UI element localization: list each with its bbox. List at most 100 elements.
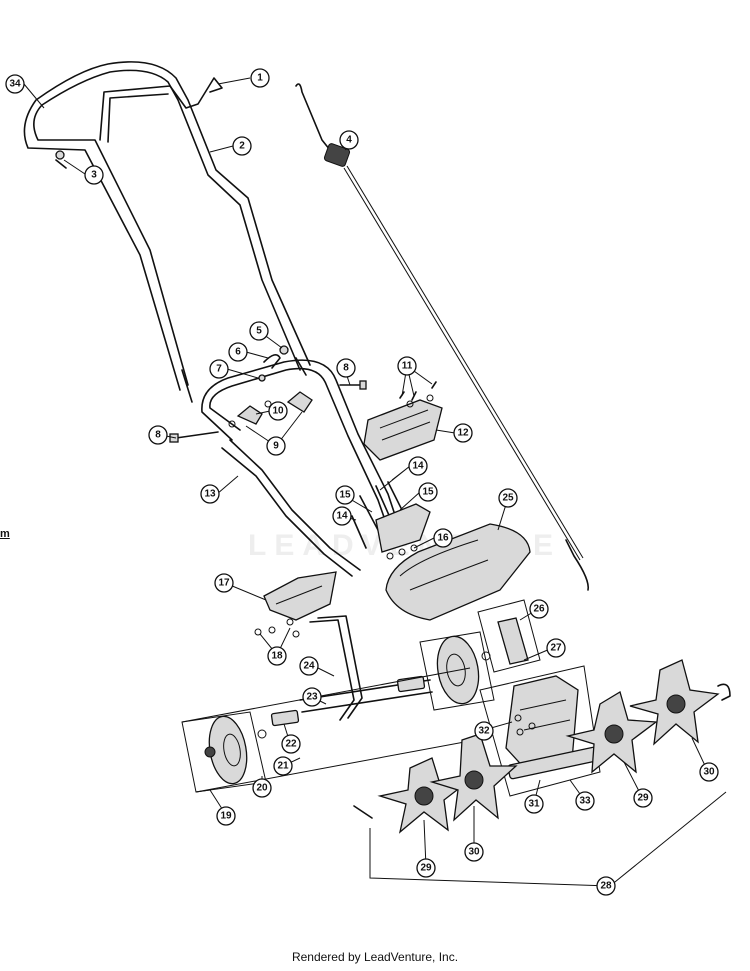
svg-text:11: 11 bbox=[402, 361, 413, 372]
svg-text:18: 18 bbox=[271, 651, 283, 662]
svg-text:26: 26 bbox=[533, 604, 545, 615]
lower-handle-frame bbox=[201, 359, 403, 577]
callout-15-right: 15 bbox=[418, 482, 438, 502]
callout-1: 1 bbox=[250, 68, 270, 88]
svg-text:15: 15 bbox=[422, 487, 434, 498]
callout-15-left: 15 bbox=[335, 485, 355, 505]
svg-text:24: 24 bbox=[303, 661, 315, 672]
callout-30-left: 30 bbox=[464, 842, 484, 862]
callout-3: 3 bbox=[84, 165, 104, 185]
svg-text:13: 13 bbox=[204, 489, 216, 500]
svg-text:10: 10 bbox=[272, 406, 284, 417]
control-lever bbox=[99, 77, 223, 143]
svg-text:34: 34 bbox=[9, 79, 21, 90]
callout-29-left: 29 bbox=[416, 858, 436, 878]
callout-24: 24 bbox=[299, 656, 319, 676]
footer-credit: Rendered by LeadVenture, Inc. bbox=[291, 950, 459, 964]
callout-14-upper: 14 bbox=[408, 456, 428, 476]
svg-text:30: 30 bbox=[703, 767, 715, 778]
upper-handle bbox=[23, 61, 311, 403]
callout-30-right: 30 bbox=[699, 762, 719, 782]
svg-text:19: 19 bbox=[220, 811, 232, 822]
svg-text:2: 2 bbox=[239, 141, 245, 152]
callout-7: 7 bbox=[209, 359, 229, 379]
svg-text:29: 29 bbox=[420, 863, 432, 874]
callout-12: 12 bbox=[453, 423, 473, 443]
callout-19: 19 bbox=[216, 806, 236, 826]
tine-shield-bracket bbox=[363, 394, 443, 461]
edge-mark: m bbox=[0, 528, 10, 540]
callout-4: 4 bbox=[339, 130, 359, 150]
callout-11: 11 bbox=[397, 356, 417, 376]
svg-text:8: 8 bbox=[343, 363, 349, 374]
cable-clip bbox=[55, 150, 67, 169]
svg-text:31: 31 bbox=[528, 799, 540, 810]
svg-text:21: 21 bbox=[277, 761, 289, 772]
callout-27: 27 bbox=[546, 638, 566, 658]
callout-17: 17 bbox=[214, 573, 234, 593]
gear-case-assembly bbox=[477, 599, 601, 797]
svg-text:4: 4 bbox=[346, 135, 352, 146]
callout-2: 2 bbox=[232, 136, 252, 156]
callout-5: 5 bbox=[249, 321, 269, 341]
tine-outer-right bbox=[629, 659, 731, 746]
bolts-11 bbox=[399, 381, 437, 401]
callout-10: 10 bbox=[268, 401, 288, 421]
svg-text:7: 7 bbox=[216, 364, 222, 375]
callout-21: 21 bbox=[273, 756, 293, 776]
callout-8-lower: 8 bbox=[148, 425, 168, 445]
callout-33: 33 bbox=[575, 791, 595, 811]
svg-text:9: 9 bbox=[273, 441, 279, 452]
callout-28: 28 bbox=[596, 876, 616, 896]
callout-29-right: 29 bbox=[633, 788, 653, 808]
svg-text:1: 1 bbox=[257, 73, 263, 84]
tine-outer-left bbox=[353, 757, 473, 834]
svg-text:5: 5 bbox=[256, 326, 262, 337]
svg-text:33: 33 bbox=[579, 796, 591, 807]
assembly-box bbox=[181, 667, 487, 793]
callout-6: 6 bbox=[228, 342, 248, 362]
svg-text:14: 14 bbox=[336, 511, 348, 522]
svg-text:14: 14 bbox=[412, 461, 424, 472]
tine-inner-left bbox=[429, 733, 518, 822]
control-cable bbox=[295, 83, 590, 591]
svg-text:20: 20 bbox=[256, 783, 268, 794]
callout-18: 18 bbox=[267, 646, 287, 666]
handle-knobs bbox=[228, 391, 313, 428]
svg-text:16: 16 bbox=[437, 533, 449, 544]
callout-8-upper: 8 bbox=[336, 358, 356, 378]
callout-14-lower: 14 bbox=[332, 506, 352, 526]
svg-text:12: 12 bbox=[457, 428, 469, 439]
svg-text:25: 25 bbox=[502, 493, 514, 504]
svg-text:29: 29 bbox=[637, 793, 649, 804]
svg-text:28: 28 bbox=[600, 881, 612, 892]
tine-shield bbox=[385, 523, 531, 621]
svg-text:32: 32 bbox=[478, 726, 490, 737]
svg-text:3: 3 bbox=[91, 170, 97, 181]
svg-text:8: 8 bbox=[155, 430, 161, 441]
callout-31: 31 bbox=[524, 794, 544, 814]
callout-26: 26 bbox=[529, 599, 549, 619]
callout-34: 34 bbox=[5, 74, 25, 94]
svg-text:15: 15 bbox=[339, 490, 351, 501]
callout-9: 9 bbox=[266, 436, 286, 456]
callout-20: 20 bbox=[252, 778, 272, 798]
pins bbox=[258, 345, 289, 382]
callout-25: 25 bbox=[498, 488, 518, 508]
callout-32: 32 bbox=[474, 721, 494, 741]
svg-text:17: 17 bbox=[218, 578, 230, 589]
svg-text:30: 30 bbox=[468, 847, 480, 858]
svg-text:27: 27 bbox=[550, 643, 562, 654]
svg-text:6: 6 bbox=[235, 347, 241, 358]
depth-bracket bbox=[254, 571, 337, 638]
drag-bar bbox=[309, 615, 363, 721]
callout-22: 22 bbox=[281, 734, 301, 754]
callout-13: 13 bbox=[200, 484, 220, 504]
callout-16: 16 bbox=[433, 528, 453, 548]
wheel-right bbox=[419, 631, 495, 711]
callout-23: 23 bbox=[302, 687, 322, 707]
svg-text:22: 22 bbox=[285, 739, 297, 750]
svg-text:23: 23 bbox=[306, 692, 318, 703]
wheel-left bbox=[181, 711, 267, 793]
